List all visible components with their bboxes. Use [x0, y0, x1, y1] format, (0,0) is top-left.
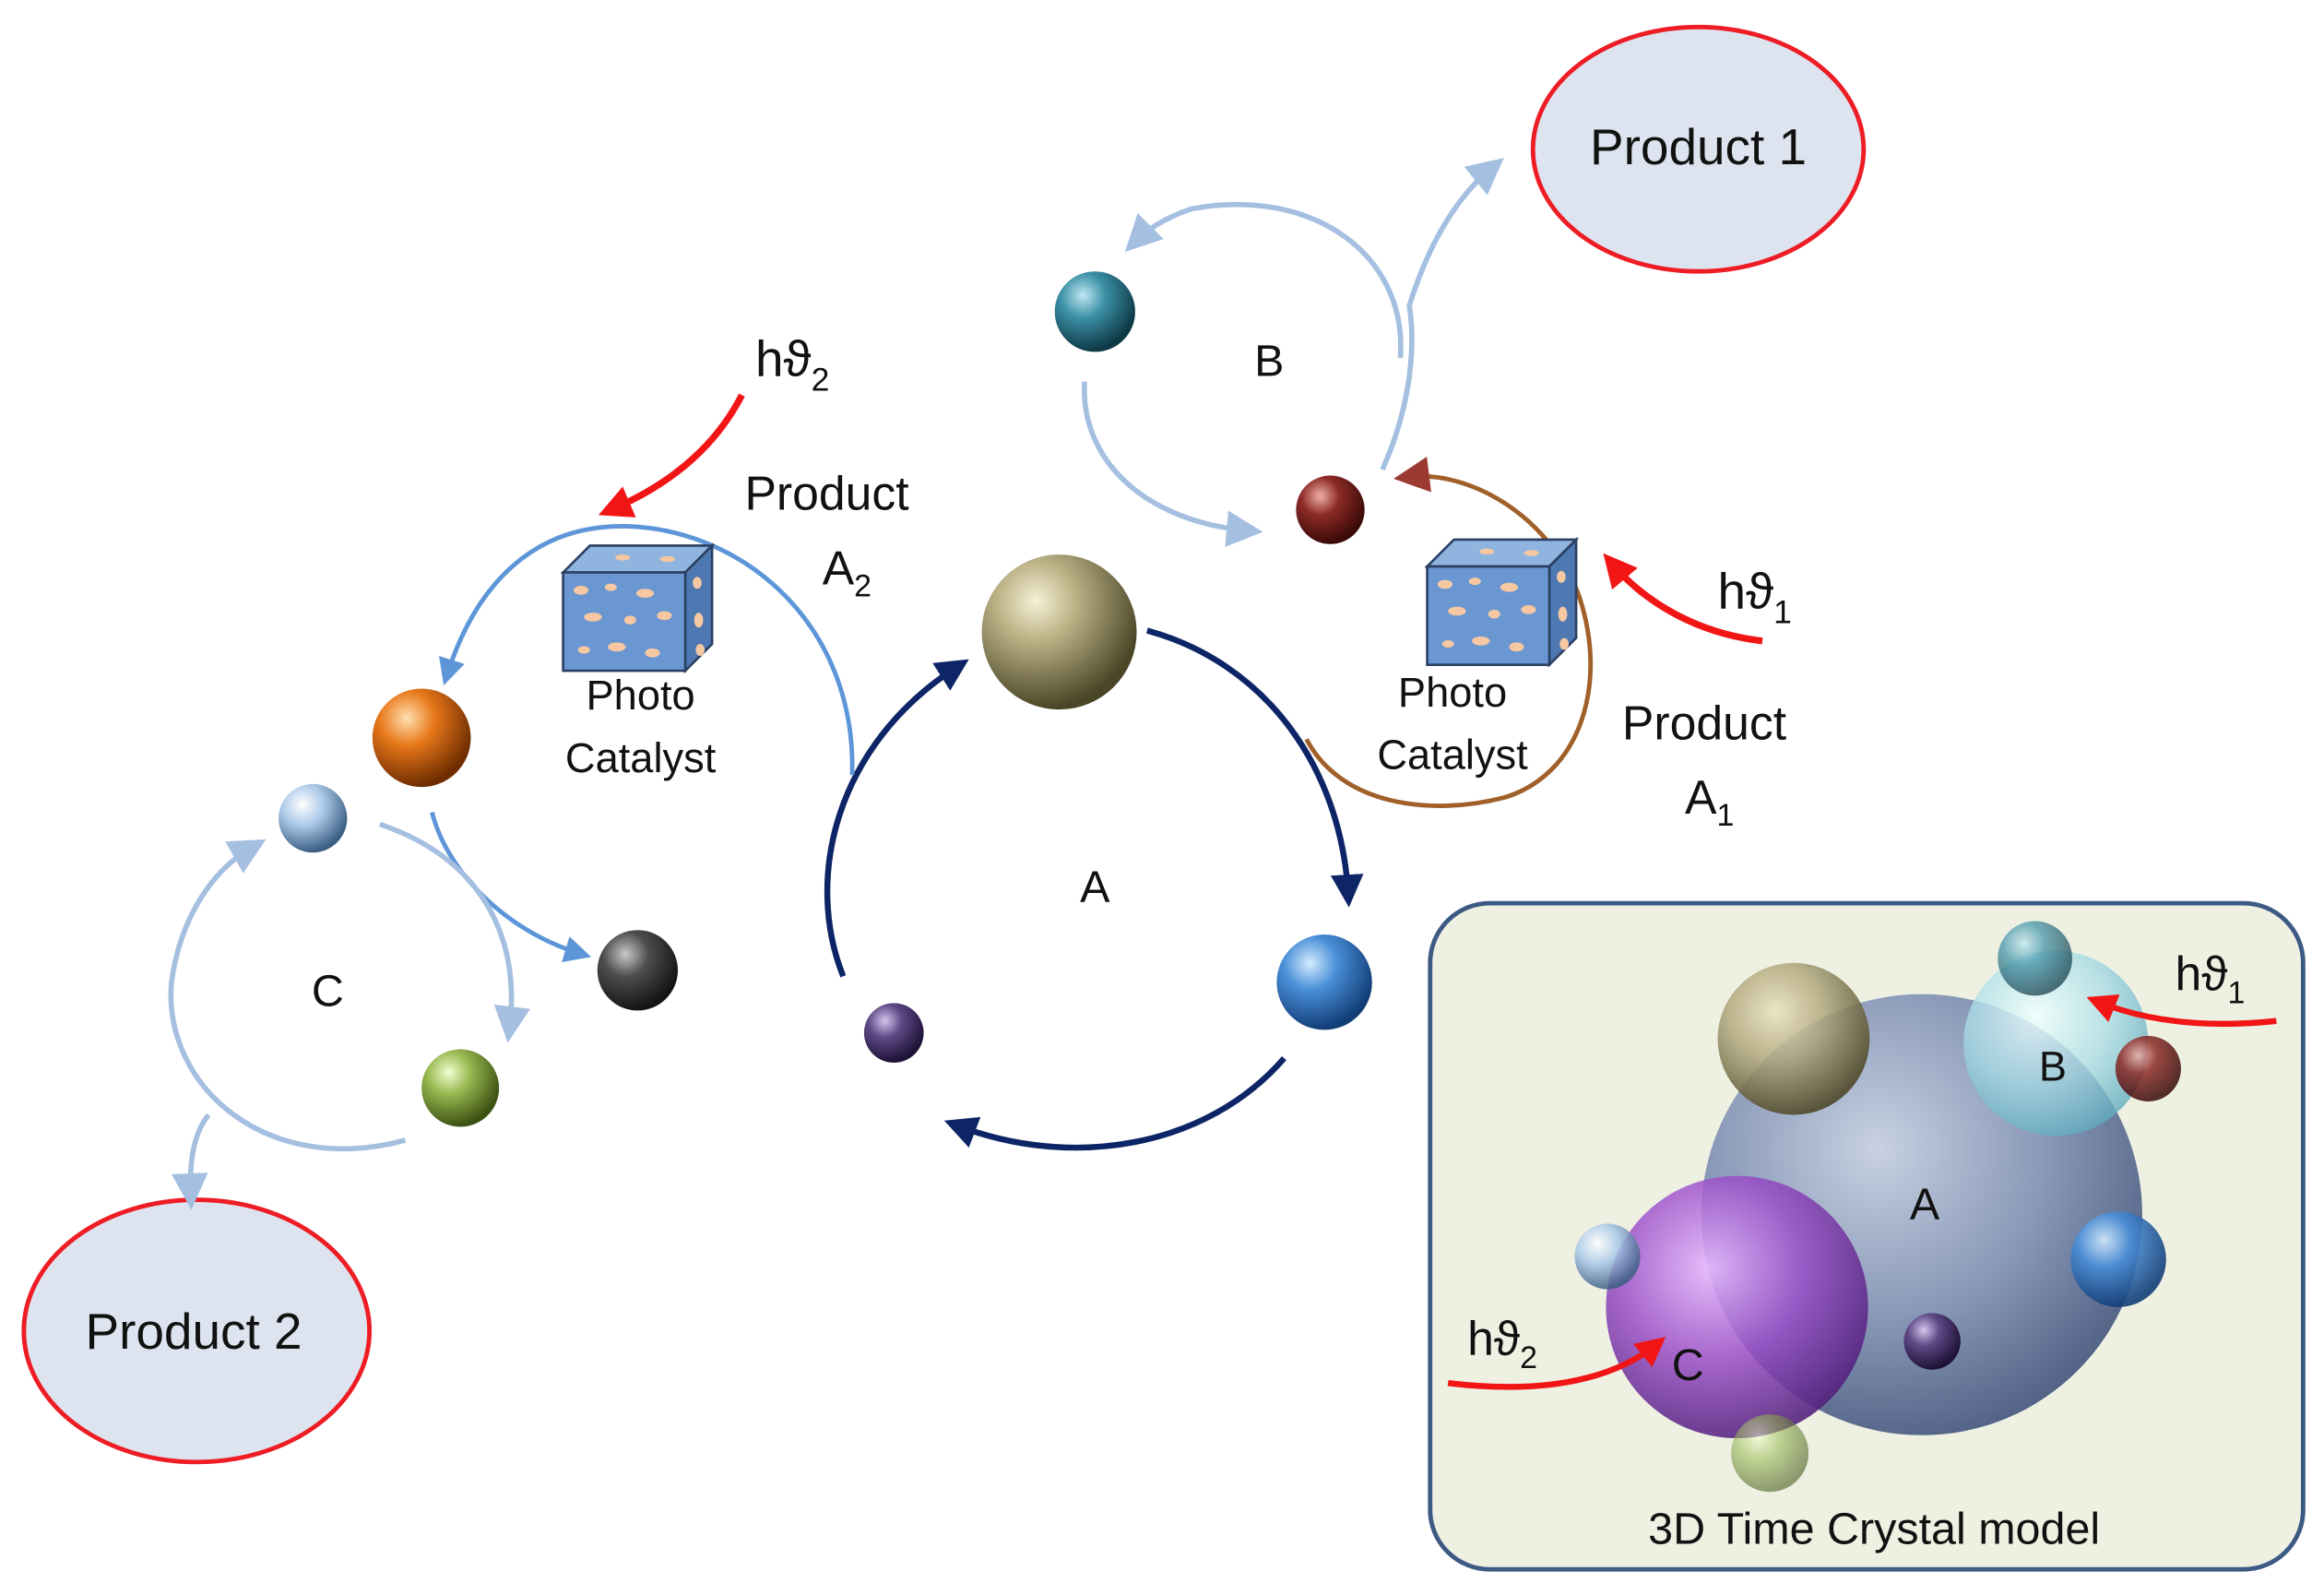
inset-light-label-h1: hϑ1	[2175, 946, 2245, 1011]
cycle-b-arrows	[1082, 158, 1504, 547]
sphere-maroon	[1296, 475, 1365, 544]
light-arrow-h2	[598, 393, 745, 518]
product-1-label: Product 1	[1590, 118, 1807, 175]
cycle-a-arrows	[824, 627, 1364, 1151]
catalyst-left-line1: Photo	[587, 672, 695, 719]
sphere-orange	[372, 688, 471, 788]
cycle-b-arrow-left	[1082, 381, 1263, 547]
svg-text:A2: A2	[823, 541, 872, 603]
inset-sphere-blue	[2070, 1211, 2166, 1307]
sphere-khaki	[981, 554, 1137, 710]
product-2-label: Product 2	[85, 1303, 302, 1360]
svg-text:A1: A1	[1685, 770, 1734, 833]
cycle-a2-arrow-down	[430, 811, 592, 962]
cycle-a1-arrow	[1304, 457, 1594, 808]
cycle-b-arrow-up	[1380, 158, 1504, 471]
catalyst-right-line1: Photo	[1398, 669, 1507, 716]
cycle-c-arrows	[168, 821, 530, 1210]
cycle-c-arrow-right	[379, 821, 530, 1043]
svg-text:Product: Product	[1622, 696, 1786, 749]
svg-text:hϑ1: hϑ1	[2175, 946, 2245, 1011]
product-a1-label: Product A1	[1622, 696, 1786, 833]
inset-sphere-khaki	[1717, 962, 1870, 1115]
cycle-a1-arrows	[1304, 457, 1594, 808]
inset-sphere-teal	[1998, 921, 2072, 996]
cycle-a-arrow-left	[824, 659, 969, 978]
inset-sphere-maroon	[2115, 1035, 2181, 1101]
product-1-ellipse: Product 1	[1530, 24, 1867, 274]
sphere-green	[421, 1049, 500, 1127]
cycle-a-label: A	[1080, 863, 1110, 912]
catalyst-left-line2: Catalyst	[565, 734, 717, 781]
svg-text:hϑ1: hϑ1	[1718, 562, 1792, 630]
inset-title: 3D Time Crystal model	[1648, 1505, 2100, 1554]
sphere-blue	[1276, 934, 1372, 1030]
sphere-pale-blue	[279, 783, 348, 853]
inset-sphere-green	[1731, 1414, 1809, 1493]
light-arrow-h1	[1603, 553, 1763, 645]
inset-3d-model: A B C hϑ1 hϑ2 3D Time Crystal model	[1428, 900, 2306, 1572]
inset-light-arrow-h1	[2086, 994, 2277, 1028]
inset-label-b: B	[2039, 1042, 2067, 1089]
light-label-h1: hϑ1	[1718, 562, 1792, 630]
catalyst-right-line2: Catalyst	[1377, 732, 1528, 779]
sphere-teal	[1054, 271, 1135, 352]
photo-catalyst-cube-right: Photo Catalyst	[1377, 536, 1580, 779]
product-2-ellipse: Product 2	[21, 1197, 373, 1465]
svg-text:hϑ2: hϑ2	[1467, 1312, 1537, 1376]
inset-sphere-c	[1606, 1175, 1868, 1439]
cycle-a-arrow-bottom	[943, 1055, 1286, 1151]
cycle-c-arrow-left	[168, 839, 407, 1152]
cycle-b-label: B	[1254, 336, 1284, 386]
cycle-b-arrow-top	[1124, 201, 1404, 359]
photo-catalyst-cube-left: Photo Catalyst	[560, 542, 717, 781]
inset-light-arrow-h2	[1447, 1337, 1666, 1390]
inset-label-c: C	[1672, 1340, 1704, 1390]
svg-text:hϑ2: hϑ2	[755, 329, 829, 398]
cycle-a-arrow-top-right	[1145, 627, 1364, 908]
inset-label-a: A	[1910, 1180, 1940, 1230]
light-label-h2: hϑ2	[755, 329, 829, 398]
light-arrows	[598, 393, 1763, 645]
cycle-a2-arrow-outer	[439, 523, 855, 776]
inset-sphere-purple	[1903, 1313, 1961, 1370]
sphere-dark-gray	[597, 930, 678, 1011]
sphere-purple	[863, 1003, 924, 1063]
svg-text:Product: Product	[744, 467, 908, 520]
cycle-c-arrow-product-2	[171, 1113, 211, 1210]
inset-sphere-pale	[1574, 1223, 1641, 1290]
product-a2-label: Product A2	[744, 467, 908, 604]
inset-light-label-h2: hϑ2	[1467, 1312, 1537, 1376]
cycle-c-label: C	[312, 967, 344, 1017]
